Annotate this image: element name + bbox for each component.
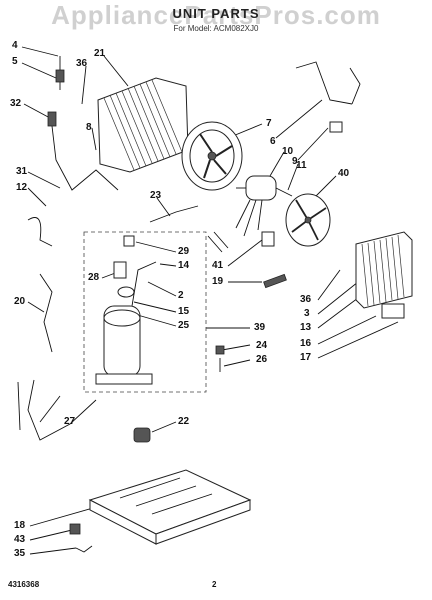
refrigerant-tube-assembly <box>51 125 119 191</box>
diagram-title: UNIT PARTS <box>172 6 260 21</box>
callout-27: 27 <box>64 416 76 427</box>
heater-element-23 <box>149 205 199 223</box>
callout-5: 5 <box>12 56 18 67</box>
filter-drier <box>55 69 65 83</box>
capacitor-41 <box>261 231 275 247</box>
watermark: AppliancePartsPros.com <box>51 0 381 30</box>
condenser-coil <box>97 77 189 173</box>
callout-4: 4 <box>12 40 18 51</box>
callout-39: 39 <box>254 322 266 333</box>
callout-32: 32 <box>10 98 22 109</box>
callout-22: 22 <box>178 416 190 427</box>
compressor <box>95 235 157 385</box>
callout-28: 28 <box>88 272 100 283</box>
callout-17: 17 <box>300 352 312 363</box>
callout-26: 26 <box>256 354 268 365</box>
tube-assembly-27 <box>17 381 21 431</box>
wire-harness <box>207 231 229 253</box>
callout-11: 11 <box>296 160 307 171</box>
evaporator-coil <box>355 231 413 309</box>
callout-3: 3 <box>304 308 310 319</box>
grommet-22 <box>133 427 151 443</box>
callout-2: 2 <box>178 290 184 301</box>
callout-20: 20 <box>14 296 26 307</box>
page-number: 2 <box>212 580 217 589</box>
callout-14: 14 <box>178 260 190 271</box>
callout-24: 24 <box>256 340 268 351</box>
condenser-fan-blade <box>181 121 243 191</box>
callout-31: 31 <box>16 166 28 177</box>
tube-assembly-12 <box>27 217 53 247</box>
callout-21: 21 <box>94 48 106 59</box>
grommet-24 <box>215 345 225 355</box>
callout-6: 6 <box>270 136 276 147</box>
bracket-6 <box>295 61 353 105</box>
thermostat-bulb <box>263 273 287 289</box>
strainer <box>47 111 57 127</box>
callout-7: 7 <box>266 118 272 129</box>
callout-36-lower: 36 <box>300 294 312 305</box>
discharge-tube <box>27 379 97 441</box>
base-pan <box>88 469 252 545</box>
callout-16: 16 <box>300 338 312 349</box>
callout-8: 8 <box>86 122 92 133</box>
callout-9: 9 <box>292 156 298 167</box>
callout-40: 40 <box>338 168 350 179</box>
bracket-upper <box>349 67 361 105</box>
fan-motor <box>235 175 293 237</box>
clip-9 <box>329 121 343 133</box>
suction-tube <box>39 273 53 353</box>
diagram-subtitle: For Model: ACM082XJ0 <box>173 24 259 33</box>
callout-29: 29 <box>178 246 190 257</box>
callout-19: 19 <box>212 276 224 287</box>
callout-10: 10 <box>282 146 294 157</box>
drain-pan-piece <box>381 303 405 319</box>
callout-15: 15 <box>178 306 190 317</box>
callout-35: 35 <box>14 548 26 559</box>
document-number: 4316368 <box>8 580 40 589</box>
compressor-group-outline <box>83 231 207 393</box>
callout-43: 43 <box>14 534 26 545</box>
callout-12: 12 <box>16 182 28 193</box>
callout-25: 25 <box>178 320 190 331</box>
screw-43 <box>69 523 81 535</box>
callout-13: 13 <box>300 322 312 333</box>
callout-23: 23 <box>150 190 162 201</box>
callout-41: 41 <box>212 260 224 271</box>
callout-36: 36 <box>76 58 88 69</box>
clip-35 <box>75 545 93 553</box>
blower-wheel <box>285 193 331 247</box>
callout-18: 18 <box>14 520 26 531</box>
